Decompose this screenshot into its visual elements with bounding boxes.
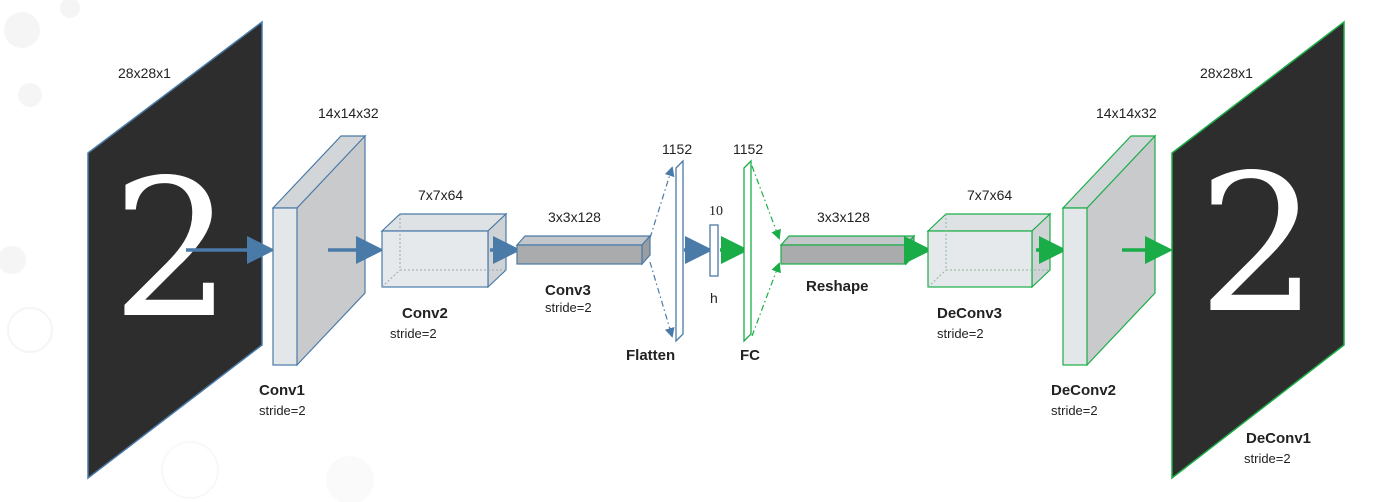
- latent-name-label: h: [710, 290, 718, 306]
- conv3-name-label: Conv3: [545, 282, 591, 299]
- deconv3-block: [926, 212, 1052, 289]
- reshape-dims-label: 3x3x128: [817, 209, 870, 225]
- fc-vector: [743, 159, 752, 343]
- flatten-name-label: Flatten: [626, 347, 675, 364]
- conv3-block: [515, 234, 652, 266]
- deconv1-name-label: DeConv1: [1246, 430, 1311, 447]
- conv2-dims-label: 7x7x64: [418, 187, 463, 203]
- conv3-stride-label: stride=2: [545, 300, 592, 315]
- conv1-dims-label: 14x14x32: [318, 105, 379, 121]
- conv1-block: [271, 134, 367, 367]
- reshape-block: [779, 234, 916, 266]
- flatten-expansion-lines: [649, 166, 675, 338]
- reshape-contraction-lines: [751, 165, 781, 337]
- deconv3-stride-label: stride=2: [937, 326, 984, 341]
- latent-dims-label: 10: [709, 204, 723, 219]
- conv3-dims-label: 3x3x128: [548, 209, 601, 225]
- conv2-stride-label: stride=2: [390, 326, 437, 341]
- fc-dims-label: 1152: [733, 141, 763, 157]
- output-dims-label: 28x28x1: [1200, 65, 1253, 81]
- conv2-block: [380, 212, 508, 289]
- output-digit: 2: [1198, 134, 1319, 355]
- latent-vector: [709, 224, 719, 277]
- deconv2-name-label: DeConv2: [1051, 382, 1116, 399]
- deconv2-dims-label: 14x14x32: [1096, 105, 1157, 121]
- conv2-name-label: Conv2: [402, 305, 448, 322]
- flatten-dims-label: 1152: [662, 141, 692, 157]
- fc-name-label: FC: [740, 347, 760, 364]
- deconv3-name-label: DeConv3: [937, 305, 1002, 322]
- output-image: 2: [1171, 20, 1345, 480]
- background-decoration: [0, 0, 374, 502]
- flatten-vector: [675, 159, 684, 343]
- deconv1-stride-label: stride=2: [1244, 451, 1291, 466]
- reshape-name-label: Reshape: [806, 278, 869, 295]
- conv1-name-label: Conv1: [259, 382, 305, 399]
- deconv3-dims-label: 7x7x64: [967, 187, 1012, 203]
- input-image: 2: [87, 20, 263, 480]
- input-dims-label: 28x28x1: [118, 65, 171, 81]
- deconv2-stride-label: stride=2: [1051, 403, 1098, 418]
- conv1-stride-label: stride=2: [259, 403, 306, 418]
- deconv2-block: [1061, 134, 1157, 367]
